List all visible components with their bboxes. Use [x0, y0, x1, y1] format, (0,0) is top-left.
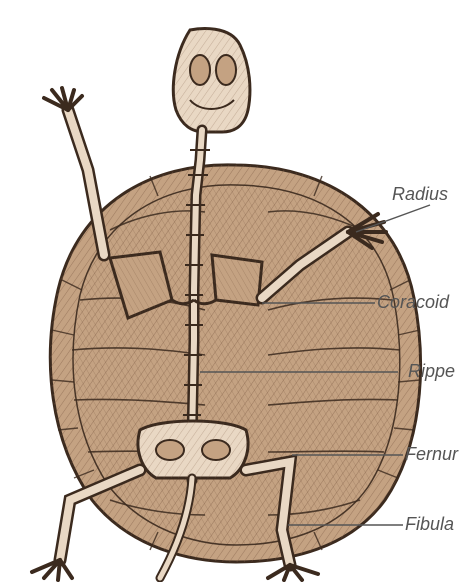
pelvis [138, 421, 248, 478]
label-rippe: Rippe [408, 361, 455, 381]
label-fernur: Fernur [405, 444, 459, 464]
carapace-shell [50, 165, 420, 562]
skull [173, 29, 250, 132]
label-radius: Radius [392, 184, 448, 204]
left-forelimb [44, 88, 104, 255]
label-coracoid: Coracoid [377, 292, 450, 312]
label-fibula: Fibula [405, 514, 454, 534]
